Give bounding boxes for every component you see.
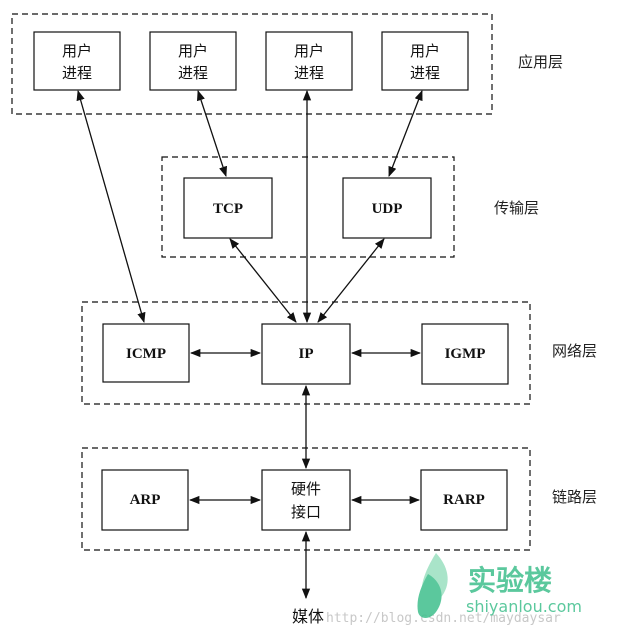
svg-text:进程: 进程 [62, 64, 92, 82]
rarp-box: RARP [420, 469, 508, 531]
hardware-interface-box: 硬件 接口 [261, 469, 351, 531]
user-process-box-2: 用户 进程 [149, 31, 237, 91]
user-process-box-3: 用户 进程 [265, 31, 353, 91]
watermark-url: http://blog.csdn.net/maydaysar [326, 611, 561, 626]
svg-text:IGMP: IGMP [445, 346, 486, 362]
user-process-box-1: 用户 进程 [33, 31, 121, 91]
svg-text:进程: 进程 [294, 64, 324, 82]
application-layer-label: 应用层 [518, 53, 563, 71]
leaf-icon [417, 553, 448, 618]
logo-chinese-text: 实验楼 [468, 564, 552, 597]
arrow-udp-ip [317, 238, 385, 323]
arrow-user1-icmp [76, 90, 146, 323]
svg-text:接口: 接口 [291, 503, 321, 521]
svg-text:用户: 用户 [178, 42, 208, 60]
arrow-user2-tcp [196, 90, 228, 177]
svg-text:IP: IP [299, 346, 314, 362]
svg-text:用户: 用户 [410, 42, 440, 60]
svg-text:进程: 进程 [178, 64, 208, 82]
network-layer-label: 网络层 [552, 342, 597, 360]
transport-layer-label: 传输层 [494, 199, 539, 217]
udp-box: UDP [342, 177, 432, 239]
user-process-box-4: 用户 进程 [381, 31, 469, 91]
ip-box: IP [261, 323, 351, 385]
svg-text:ARP: ARP [130, 492, 161, 508]
link-layer-label: 链路层 [552, 488, 597, 506]
application-layer-frame [11, 13, 493, 115]
svg-text:硬件: 硬件 [291, 480, 321, 498]
logo-english-text: shiyanlou.com [466, 597, 582, 616]
svg-text:TCP: TCP [213, 201, 243, 217]
svg-text:用户: 用户 [62, 42, 92, 60]
svg-text:进程: 进程 [410, 64, 440, 82]
tcp-box: TCP [183, 177, 273, 239]
arrow-user4-udp [388, 90, 423, 177]
svg-text:UDP: UDP [372, 201, 403, 217]
igmp-box: IGMP [421, 323, 509, 385]
shiyanlou-logo: 实验楼 shiyanlou.com [417, 553, 582, 618]
icmp-box: ICMP [102, 323, 190, 383]
media-label: 媒体 [292, 607, 324, 626]
svg-text:ICMP: ICMP [126, 346, 166, 362]
arp-box: ARP [101, 469, 189, 531]
svg-text:RARP: RARP [443, 492, 485, 508]
arrow-tcp-ip [229, 238, 297, 323]
svg-text:用户: 用户 [294, 42, 324, 60]
